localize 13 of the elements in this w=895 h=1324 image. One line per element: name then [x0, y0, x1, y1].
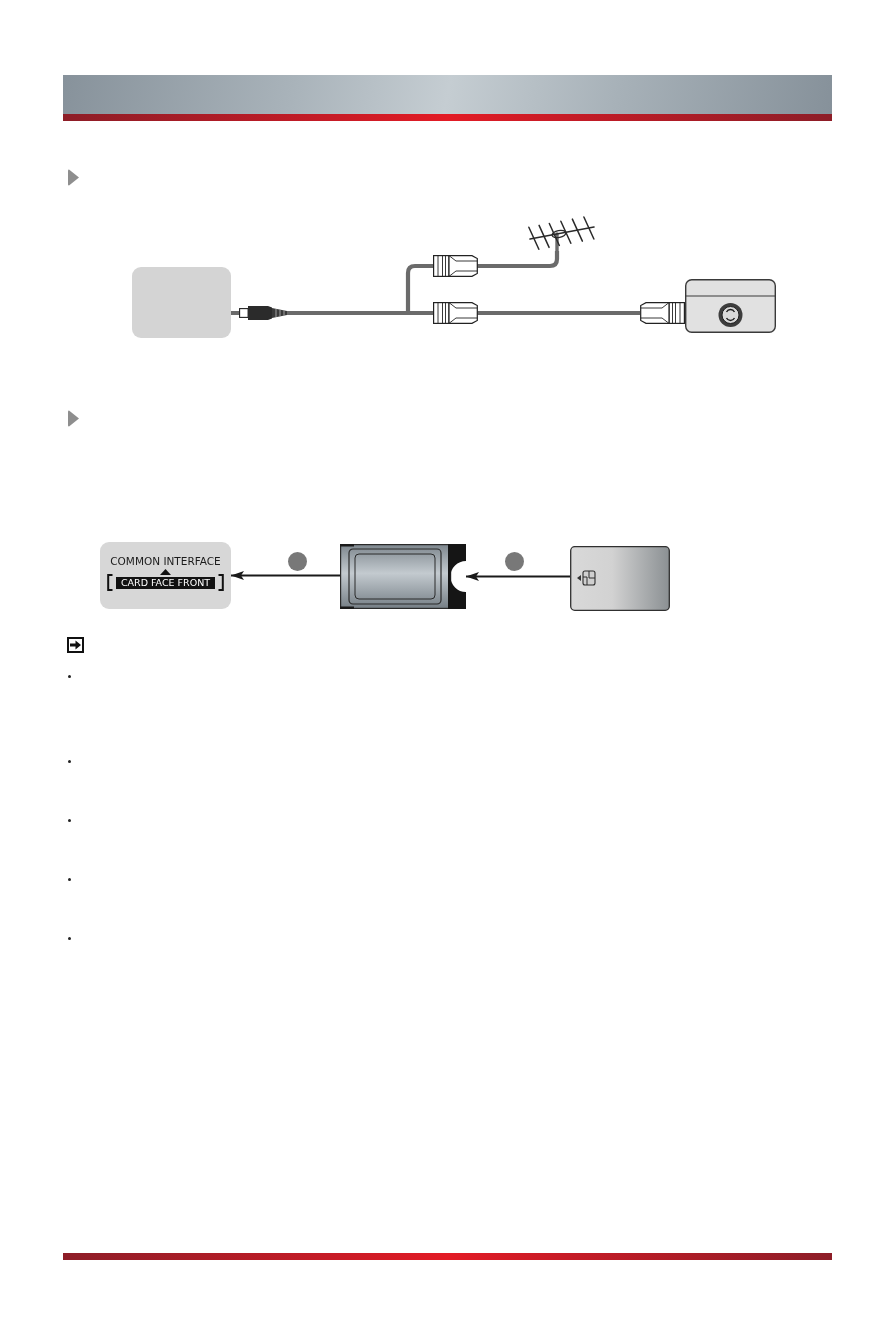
card-face-label: CARD FACE FRONT [115, 576, 216, 589]
ci-slot-panel [100, 542, 231, 609]
coax-cable [231, 306, 408, 320]
ci-module-drawing [340, 544, 466, 609]
coax-cable [408, 302, 640, 324]
antenna-drawing [528, 213, 596, 251]
tv-panel [132, 267, 231, 338]
slot-label: COMMON INTERFACE [110, 555, 221, 568]
smart-card-drawing [570, 546, 670, 611]
wall-socket-drawing [640, 279, 776, 333]
arrow [230, 571, 341, 580]
coax-cable [405, 251, 560, 313]
arrow [465, 572, 571, 581]
